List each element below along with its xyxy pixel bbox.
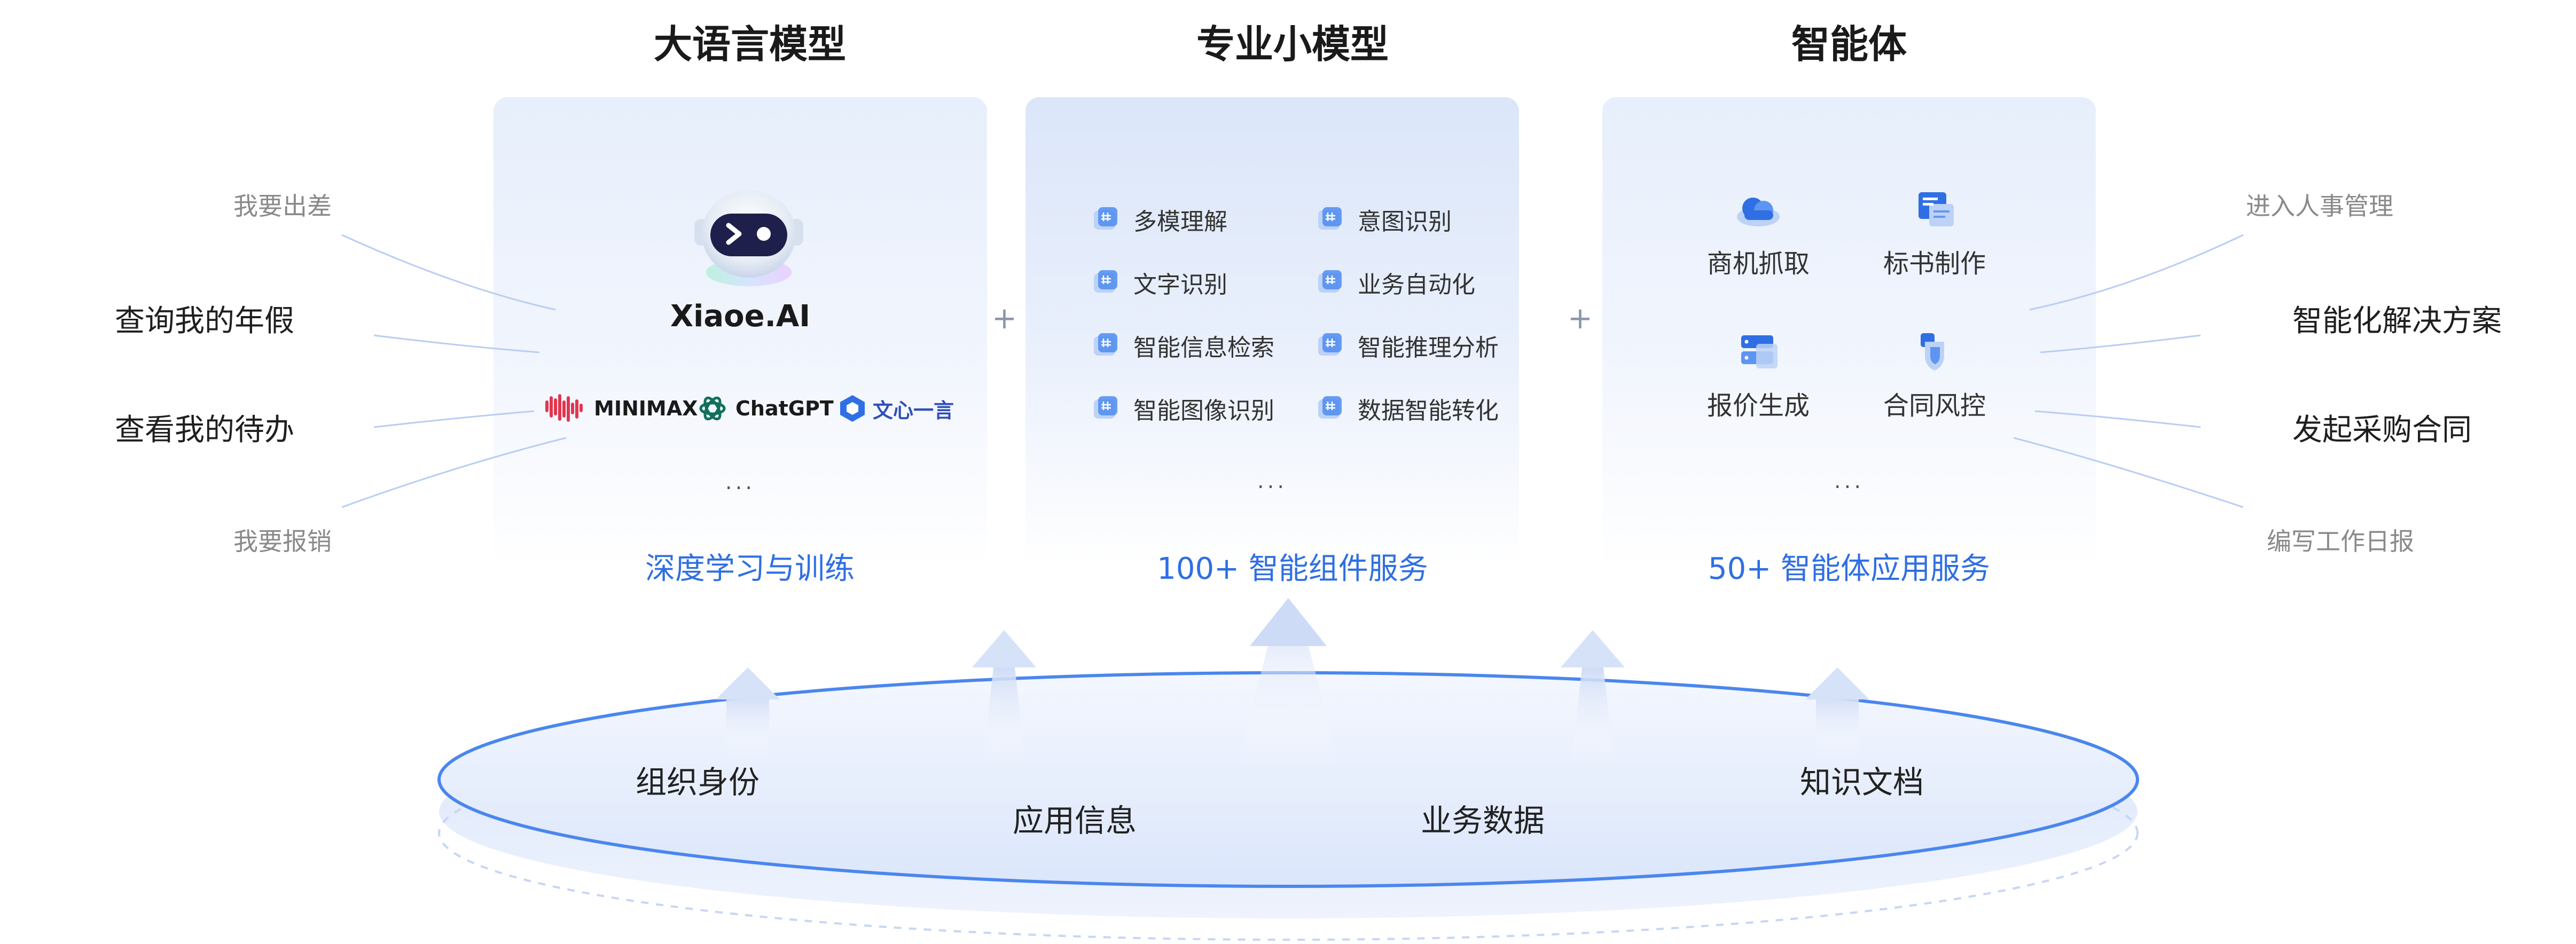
agent-label: 合同风控 xyxy=(1883,391,1986,421)
agent-item-opportunity: 商机抓取 xyxy=(1678,187,1838,280)
cube-icon xyxy=(1315,394,1344,423)
cube-icon xyxy=(1315,268,1344,297)
agent-label: 报价生成 xyxy=(1706,391,1810,421)
list-item: 意图识别 xyxy=(1315,201,1499,238)
cloud-icon xyxy=(1733,187,1784,232)
list-item: 智能信息检索 xyxy=(1091,327,1274,364)
agent-item-contract: 合同风控 xyxy=(1854,329,2015,422)
cube-icon xyxy=(1315,331,1344,360)
footer-agent: 50+ 智能体应用服务 xyxy=(1708,552,1990,586)
heading-agent: 智能体 xyxy=(1791,22,1907,67)
base-label-knowledge: 知识文档 xyxy=(1800,764,1924,800)
robot-icon xyxy=(690,182,808,294)
cube-icon xyxy=(1091,268,1119,297)
right-prompt-big-bottom: 发起采购合同 xyxy=(2292,413,2472,447)
llm-more: ... xyxy=(725,470,756,494)
shield-icon xyxy=(1909,329,1960,374)
plus-separator-2: + xyxy=(1568,301,1593,336)
base-platform xyxy=(437,598,2139,941)
list-item-label: 意图识别 xyxy=(1358,208,1452,235)
list-item-label: 文字识别 xyxy=(1133,271,1227,298)
plus-separator-1: + xyxy=(992,301,1017,336)
base-label-business: 业务数据 xyxy=(1421,803,1545,839)
agent-item-bid: 标书制作 xyxy=(1854,187,2015,280)
list-item-label: 业务自动化 xyxy=(1358,271,1475,298)
chatgpt-logo-icon xyxy=(697,393,728,424)
minimax-logo-icon xyxy=(545,392,588,424)
llm-panel xyxy=(494,97,987,567)
cube-icon xyxy=(1315,205,1344,234)
list-item: 多模理解 xyxy=(1091,201,1274,238)
list-item-label: 智能图像识别 xyxy=(1133,397,1274,424)
list-item: 智能推理分析 xyxy=(1315,327,1499,364)
list-item: 文字识别 xyxy=(1091,264,1274,301)
agent-panel xyxy=(1602,97,2096,567)
agent-more: ... xyxy=(1834,469,1865,493)
left-prompt-big-bottom: 查看我的待办 xyxy=(115,413,294,447)
base-label-org: 组织身份 xyxy=(636,764,760,800)
cube-icon xyxy=(1091,205,1119,234)
list-item-label: 多模理解 xyxy=(1133,208,1227,235)
footer-small-model: 100+ 智能组件服务 xyxy=(1157,552,1428,586)
list-item: 业务自动化 xyxy=(1315,264,1499,301)
list-item: 数据智能转化 xyxy=(1315,390,1499,427)
brand-minimax: MINIMAX xyxy=(545,390,698,427)
brand-wenxin: 文心一言 xyxy=(839,390,954,427)
server-stack-icon xyxy=(1733,329,1784,374)
list-item-label: 智能信息检索 xyxy=(1133,334,1274,361)
list-item-label: 数据智能转化 xyxy=(1358,397,1499,424)
heading-llm: 大语言模型 xyxy=(653,22,846,67)
small-model-list-left: 多模理解 文字识别 智能信息检索 智能图像识别 xyxy=(1091,201,1274,427)
document-icon xyxy=(1909,187,1960,232)
product-name: Xiaoe.AI xyxy=(670,299,811,334)
agent-label: 商机抓取 xyxy=(1706,249,1810,279)
heading-small-model: 专业小模型 xyxy=(1196,22,1389,67)
arrow-up-icon xyxy=(716,667,780,758)
list-item-label: 智能推理分析 xyxy=(1358,334,1499,361)
brand-label: 文心一言 xyxy=(873,398,954,422)
brand-chatgpt: ChatGPT xyxy=(697,390,834,427)
wenxin-logo-icon xyxy=(839,394,866,423)
cube-icon xyxy=(1091,331,1119,360)
left-prompt-big-top: 查询我的年假 xyxy=(115,304,294,339)
left-prompt-bottom: 我要报销 xyxy=(233,527,332,556)
voice-wave-icon xyxy=(2142,347,2222,408)
small-model-more: ... xyxy=(1257,469,1288,493)
left-prompt-top: 我要出差 xyxy=(233,192,332,221)
agent-item-quote: 报价生成 xyxy=(1678,329,1838,422)
small-model-list-right: 意图识别 业务自动化 智能推理分析 数据智能转化 xyxy=(1315,201,1499,427)
footer-llm: 深度学习与训练 xyxy=(645,552,855,586)
voice-wave-icon xyxy=(363,347,443,408)
base-label-app: 应用信息 xyxy=(1013,803,1137,839)
list-item: 智能图像识别 xyxy=(1091,390,1274,427)
cube-icon xyxy=(1091,394,1119,423)
agent-label: 标书制作 xyxy=(1883,249,1986,279)
brand-label: MINIMAX xyxy=(594,397,698,420)
right-prompt-bottom: 编写工作日报 xyxy=(2267,527,2414,556)
right-prompt-top: 进入人事管理 xyxy=(2246,192,2393,221)
brand-label: ChatGPT xyxy=(735,397,834,420)
small-model-panel xyxy=(1025,97,1519,567)
right-prompt-big-top: 智能化解决方案 xyxy=(2292,304,2502,339)
